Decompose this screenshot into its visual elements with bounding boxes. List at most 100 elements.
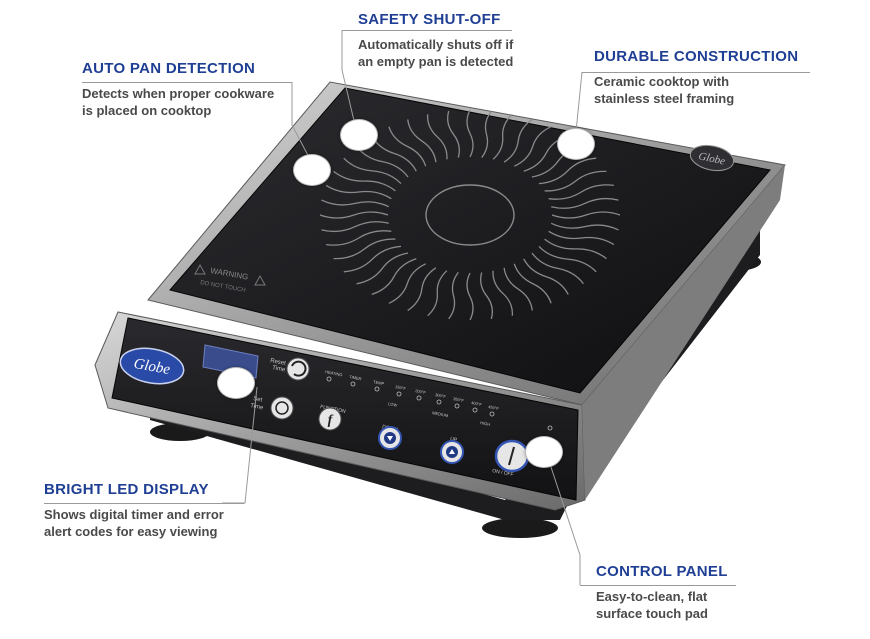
glass-logo-text: Globe: [697, 150, 726, 167]
temp-350: 350°F: [453, 396, 465, 403]
coil-wave: [538, 157, 597, 185]
panel-logo-text: Globe: [132, 356, 171, 378]
safety-shutoff-title: SAFETY SHUT-OFF: [358, 11, 501, 28]
on-off-label: ON / OFF: [492, 468, 514, 478]
coil-wave: [426, 114, 448, 160]
durable-construction-title: DURABLE CONSTRUCTION: [594, 48, 799, 65]
durable-construction-desc-2: stainless steel framing: [594, 91, 735, 106]
coil-wave: [356, 252, 409, 285]
coil-wave: [544, 170, 607, 192]
auto-pan-rule: [82, 82, 292, 83]
auto-pan-desc: Detects when proper cookware is placed o…: [82, 85, 274, 119]
high-label: HIGH: [480, 420, 491, 427]
auto-pan-desc-2: is placed on cooktop: [82, 103, 212, 118]
coil-wave: [427, 270, 448, 317]
coil-wave: [388, 263, 426, 304]
reset-label-1: Reset: [270, 358, 287, 367]
safety-shutoff-rule: [342, 30, 512, 31]
medium-label: MEDIUM: [432, 410, 449, 418]
durable-construction-rule: [582, 72, 810, 73]
coil-wave: [371, 135, 417, 172]
auto-pan-title: AUTO PAN DETECTION: [82, 60, 256, 77]
coil-wave: [466, 272, 474, 321]
safety-shutoff-callout: SAFETY SHUT-OFF Automatically shuts off …: [358, 11, 513, 70]
coil-wave: [548, 230, 615, 246]
temp-150: 150°F: [395, 384, 407, 391]
control-panel-desc-1: Easy-to-clean, flat: [596, 589, 708, 604]
durable-construction-desc-1: Ceramic cooktop with: [594, 74, 730, 89]
coil-wave-pattern: [319, 109, 621, 321]
led-display-title: BRIGHT LED DISPLAY: [44, 481, 209, 498]
durable-construction-callout: DURABLE CONSTRUCTION Ceramic cooktop wit…: [594, 48, 798, 107]
temp-300: 300°F: [435, 392, 447, 399]
reset-time-button[interactable]: [286, 357, 310, 381]
svg-text:f: f: [328, 413, 334, 428]
coil-wave: [523, 258, 569, 295]
coil-wave: [481, 110, 492, 158]
coil-wave: [544, 238, 607, 260]
coil-wave: [407, 267, 437, 312]
temp-label: TEMP: [373, 379, 385, 386]
coil-wave: [492, 270, 514, 316]
coil-wave: [326, 230, 392, 246]
control-panel-marker: [525, 436, 563, 468]
coil-wave: [333, 170, 396, 192]
coil-wave: [514, 126, 552, 167]
power-button[interactable]: [494, 439, 530, 473]
timer-label: TIMER: [349, 374, 362, 381]
function-button[interactable]: f: [318, 407, 342, 431]
callout-leader-lines: [222, 30, 583, 585]
set-label-2: Time: [250, 403, 265, 412]
steel-side: [582, 165, 785, 500]
durable-construction-marker: [557, 128, 595, 160]
coil-wave: [538, 245, 597, 273]
control-panel-title: CONTROL PANEL: [596, 563, 728, 580]
auto-pan-detection-marker: [293, 154, 331, 186]
coil-wave: [503, 267, 533, 311]
auto-pan-callout: AUTO PAN DETECTION Detects when proper c…: [82, 60, 274, 119]
up-button[interactable]: [440, 440, 464, 464]
glass-logo: Globe: [689, 144, 735, 172]
temp-400: 400°F: [471, 400, 483, 407]
coil-wave: [319, 211, 389, 219]
coil-wave: [407, 119, 437, 163]
coil-wave: [321, 199, 390, 208]
safety-shutoff-marker: [340, 119, 378, 151]
safety-shutoff-desc: Automatically shuts off if an empty pan …: [358, 36, 513, 70]
durable-construction-desc: Ceramic cooktop with stainless steel fra…: [594, 73, 798, 107]
temp-450: 450°F: [488, 404, 500, 411]
indicator-lights: [326, 376, 553, 431]
coil-wave: [551, 197, 619, 209]
led-display-marker: [217, 367, 255, 399]
set-time-button[interactable]: [270, 396, 294, 420]
temp-200: 200°F: [415, 388, 427, 395]
control-panel-desc: Easy-to-clean, flat surface touch pad: [596, 588, 728, 622]
coil-wave: [343, 157, 402, 185]
control-panel-callout: CONTROL PANEL Easy-to-clean, flat surfac…: [596, 563, 728, 622]
coil-wave: [448, 272, 459, 320]
led-display-desc: Shows digital timer and error alert code…: [44, 506, 224, 540]
coil-wave: [503, 118, 533, 163]
panel-logo: Globe: [119, 347, 185, 385]
coil-wave: [371, 258, 417, 296]
coil-wave: [321, 221, 389, 233]
coil-wave: [333, 238, 396, 260]
control-panel-rule: [580, 585, 736, 586]
coil-wave: [388, 126, 427, 167]
safety-shutoff-desc-1: Automatically shuts off if: [358, 37, 514, 52]
coil-wave: [531, 252, 584, 285]
coil-wave: [513, 263, 552, 304]
reset-label-2: Time: [272, 365, 287, 374]
coil-wave: [447, 110, 460, 158]
foot-front: [482, 518, 558, 538]
control-panel-desc-2: surface touch pad: [596, 606, 708, 621]
led-display-desc-2: alert codes for easy viewing: [44, 524, 218, 539]
heating-label: HEATING: [325, 369, 343, 377]
led-display-callout: BRIGHT LED DISPLAY Shows digital timer a…: [44, 481, 224, 540]
down-button[interactable]: [378, 426, 402, 450]
coil-ring: [425, 184, 515, 246]
led-display-rule: [44, 503, 244, 504]
set-label-1: Set: [253, 396, 263, 404]
up-label: UP: [450, 436, 459, 443]
led-display-desc-1: Shows digital timer and error: [44, 507, 224, 522]
